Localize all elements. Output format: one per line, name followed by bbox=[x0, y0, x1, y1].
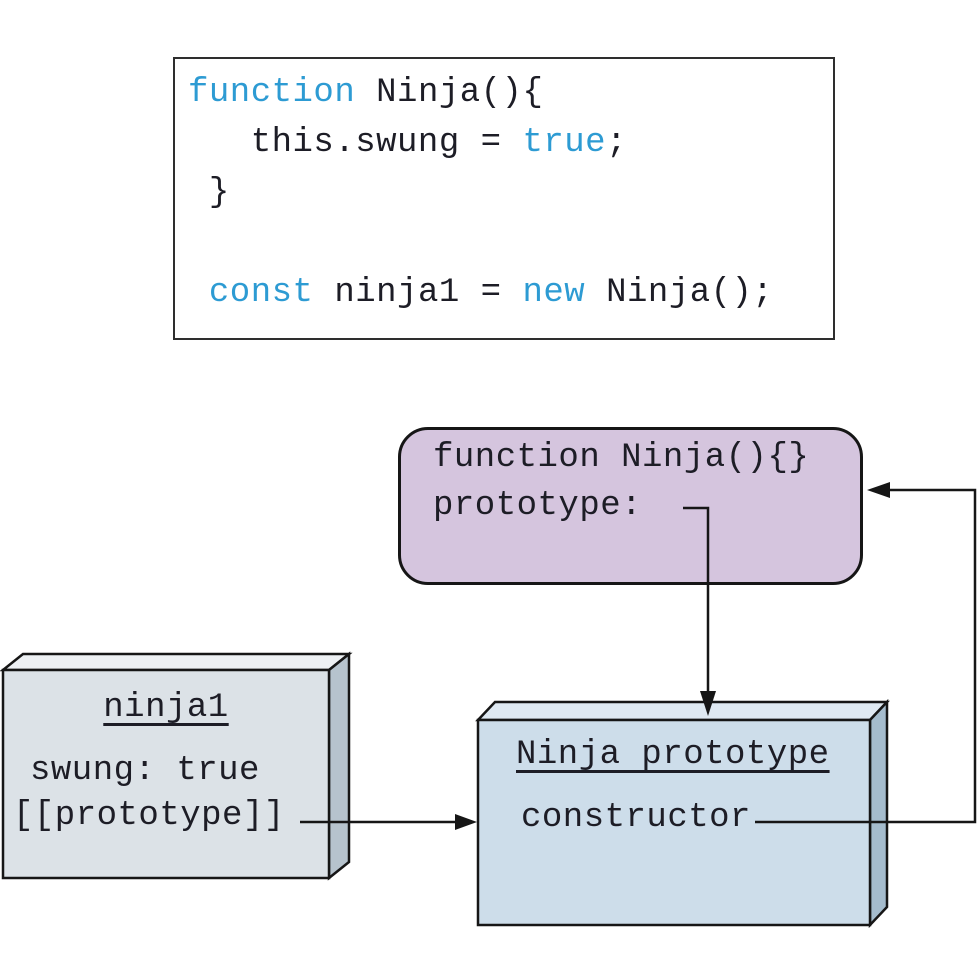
code-line: } bbox=[188, 174, 230, 212]
code-line: this.swung = true; bbox=[188, 124, 627, 162]
code-line: const ninja1 = new Ninja(); bbox=[208, 274, 774, 312]
function-box-prototype-property: prototype: bbox=[433, 487, 643, 525]
ninja1-box-swung-property: swung: true bbox=[30, 752, 260, 790]
ninja1-box-top-face bbox=[0, 652, 353, 672]
ninja1-box-title-wrap: ninja1 bbox=[3, 689, 329, 727]
code-block: function Ninja(){ this.swung = true; } c… bbox=[175, 59, 833, 318]
ninja1-box-front-face bbox=[1, 668, 331, 880]
ninja1-prototype-arrow bbox=[300, 814, 477, 830]
function-box bbox=[398, 427, 863, 585]
ninja-prototype-box-top-face bbox=[475, 700, 890, 722]
prototype-arrowhead-down bbox=[700, 691, 716, 716]
ninja1-box bbox=[0, 651, 353, 881]
code-line: function Ninja(){ bbox=[188, 74, 544, 112]
prototype-arrow bbox=[683, 506, 716, 716]
constructor-arrowhead-left bbox=[867, 482, 890, 498]
code-box: function Ninja(){ this.swung = true; } c… bbox=[173, 57, 835, 340]
constructor-arrow bbox=[755, 482, 977, 824]
ninja1-box-side-face bbox=[327, 651, 351, 881]
ninja1-box-prototype-property: [[prototype]] bbox=[13, 797, 285, 835]
ninja-prototype-box-side-face bbox=[868, 698, 889, 929]
ninja-prototype-box-title: Ninja prototype bbox=[516, 736, 830, 774]
ninja1-box-title: ninja1 bbox=[103, 689, 229, 727]
function-box-signature: function Ninja(){} bbox=[433, 439, 810, 477]
ninja1-arrowhead-right bbox=[455, 814, 477, 830]
ninja-prototype-box-constructor-property: constructor bbox=[521, 799, 751, 837]
